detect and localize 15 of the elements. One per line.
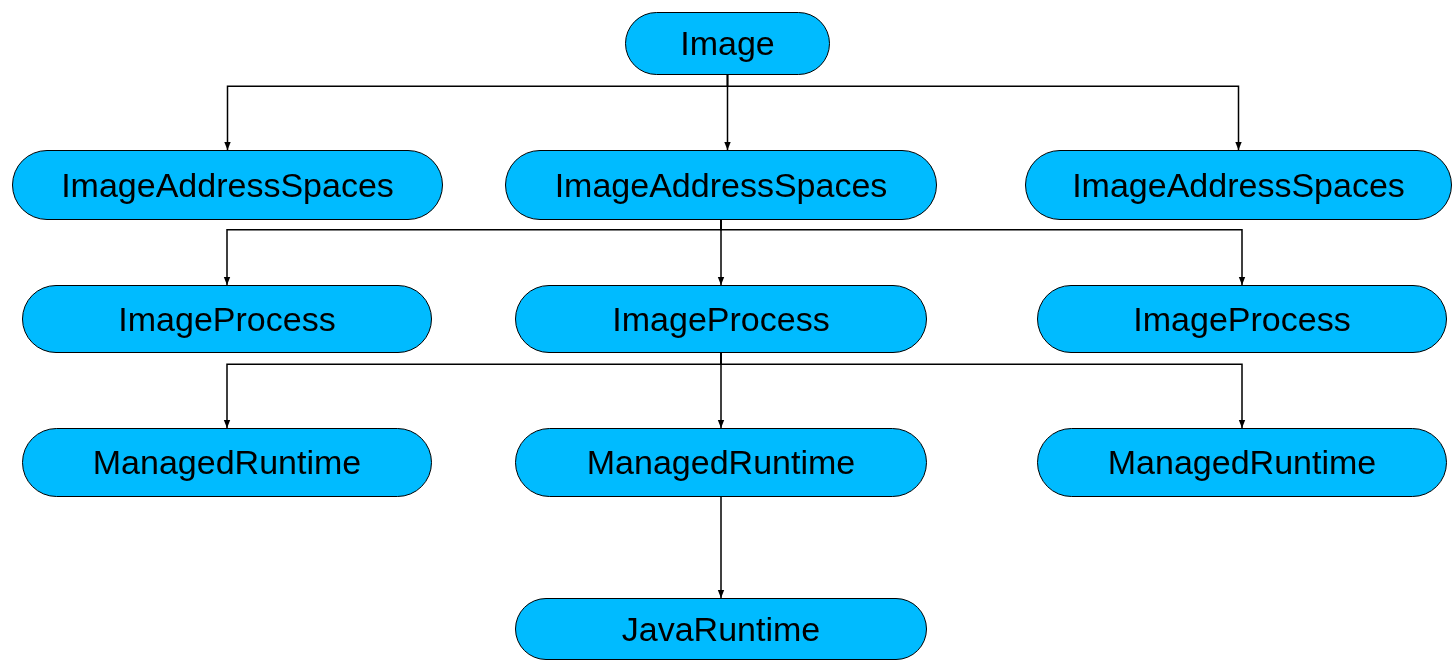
node-label: Image — [680, 24, 775, 63]
connector-arrow — [726, 74, 1242, 151]
node-label: ImageAddressSpaces — [1072, 165, 1405, 205]
node-label: ManagedRuntime — [586, 443, 856, 482]
node-label: JavaRuntime — [621, 609, 821, 649]
node-label: ImageProcess — [1133, 299, 1351, 339]
node-label: ManagedRuntime — [92, 443, 362, 482]
node-label: ManagedRuntime — [1107, 443, 1377, 482]
connector-arrow — [717, 496, 725, 599]
node-label: ImageAddressSpaces — [554, 165, 888, 205]
connector-arrow — [720, 352, 1246, 429]
node-label: ImageAddressSpaces — [61, 165, 394, 205]
node-label: ImageProcess — [612, 299, 830, 339]
node-label: ImageProcess — [118, 299, 336, 339]
connector-arrow — [720, 219, 1246, 286]
